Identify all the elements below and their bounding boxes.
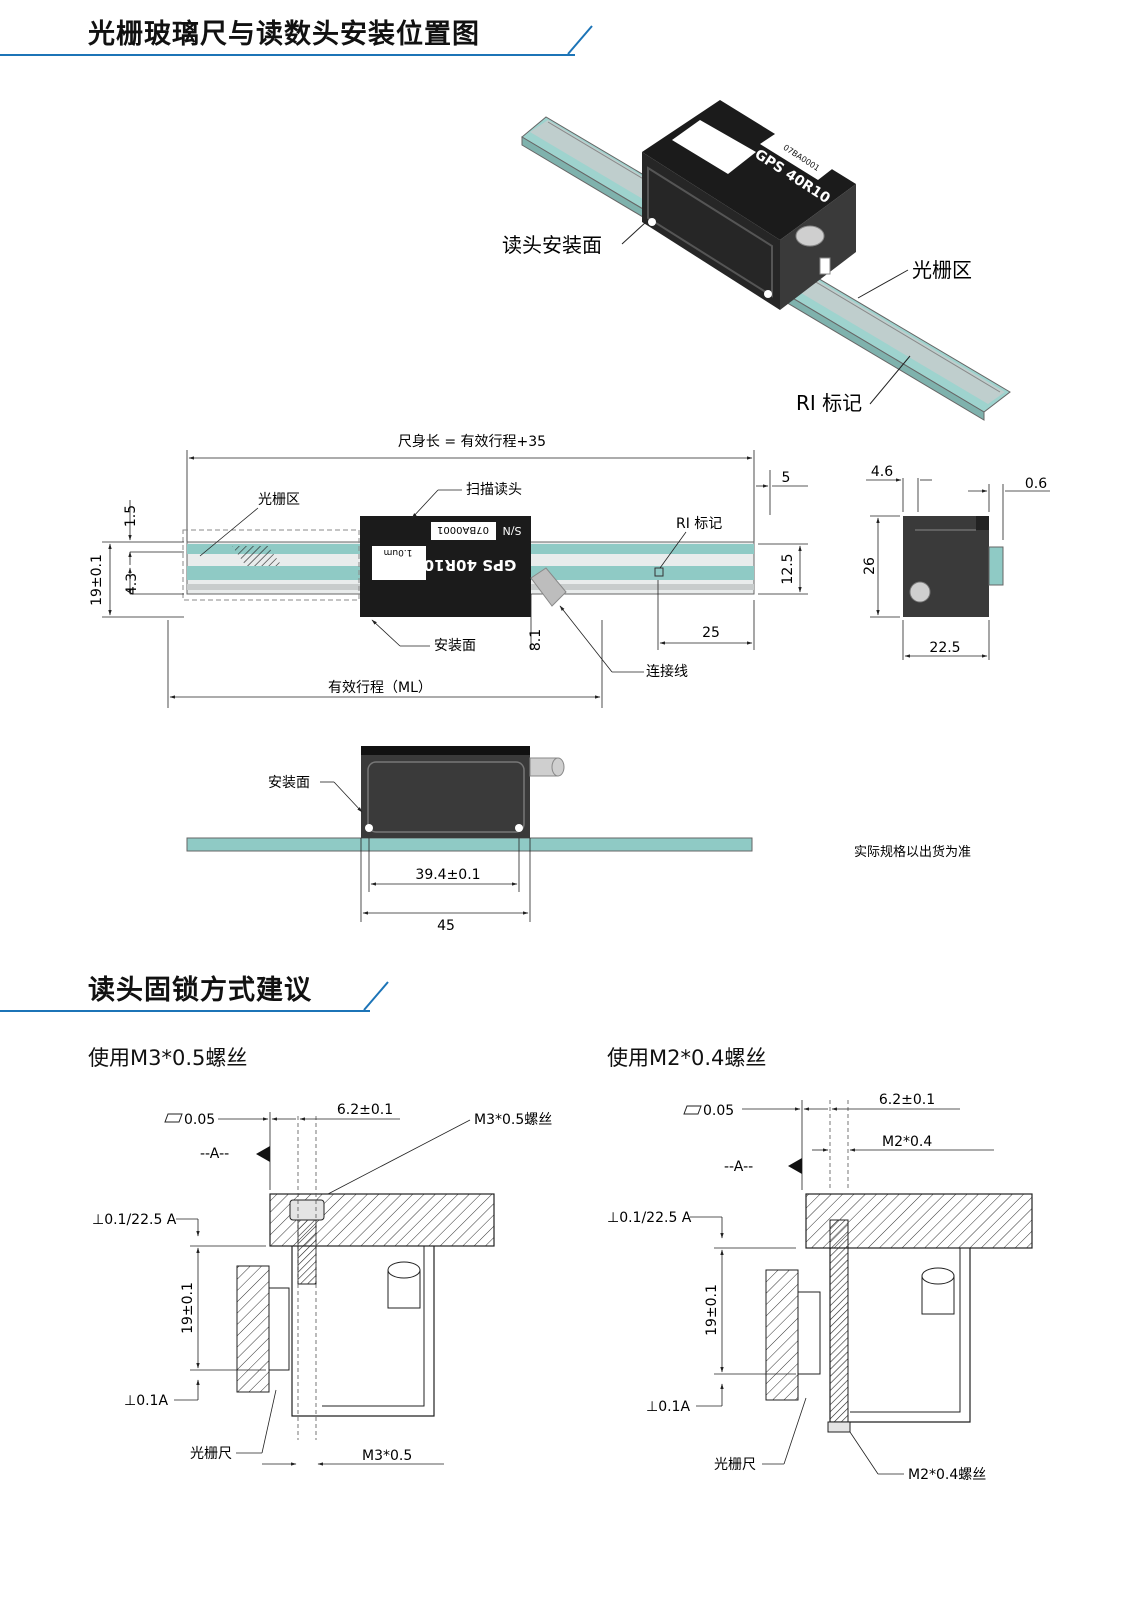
side-hole-left xyxy=(365,824,373,832)
iso-screw-hole-2 xyxy=(764,290,772,298)
left-screw-label: M3*0.5螺丝 xyxy=(474,1112,552,1128)
top-sn-plate xyxy=(431,522,496,540)
top-view: 尺身长 = 有效行程+35 5 07BA0001 S/N 1.0um GPS 4… xyxy=(89,434,808,708)
top-sn-label: S/N xyxy=(503,524,522,537)
right-screw-label: M2*0.4螺丝 xyxy=(908,1467,986,1483)
spec-note: 实际规格以出货为准 xyxy=(854,844,971,860)
top-ri-marker xyxy=(654,567,664,577)
dim-12-5: 12.5 xyxy=(780,553,796,584)
left-screw-shank xyxy=(297,1219,317,1285)
top-sn-value: 07BA0001 xyxy=(437,524,489,535)
dim-4-6: 4.6 xyxy=(871,464,893,480)
top-res-plate xyxy=(372,546,426,580)
top-grating-hatch xyxy=(232,546,282,566)
iso-label-grating-area: 光栅区 xyxy=(912,258,972,282)
dim-8-1: 8.1 xyxy=(528,629,544,651)
top-label-mount-face: 安装面 xyxy=(434,638,476,654)
isometric-view: GPS 40R10 07BA0001 读头安装面 光栅区 RI 标记 xyxy=(502,100,1011,421)
title-slash-1 xyxy=(567,25,593,55)
side-view: 安装面 39.4±0.1 45 实际规格以出货为准 xyxy=(186,746,971,934)
left-scale-block xyxy=(236,1265,270,1393)
lock-left-diagram: 0.05 6.2±0.1 M3*0.5螺丝 --A-- ⊥0.1/22.5 A … xyxy=(92,1102,552,1466)
left-screw-dim: M3*0.5 xyxy=(362,1448,412,1464)
right-screw-shank xyxy=(829,1219,849,1423)
end-head-body xyxy=(903,516,989,617)
top-label-ri-mark: RI 标记 xyxy=(676,516,722,532)
right-flatness: 0.05 xyxy=(703,1103,734,1119)
end-view: 4.6 0.6 26 22.5 xyxy=(862,464,1050,660)
top-label-grating-area: 光栅区 xyxy=(258,492,300,508)
dim-1-5: 1.5 xyxy=(123,505,139,527)
top-label-scan-head: 扫描读头 xyxy=(466,481,522,498)
top-res-text: 1.0um xyxy=(384,547,413,557)
dim-total-length: 尺身长 = 有效行程+35 xyxy=(398,434,546,450)
left-head-outline xyxy=(291,1246,435,1417)
left-dim-6-2: 6.2±0.1 xyxy=(337,1102,393,1118)
left-perp1: ⊥0.1/22.5 A xyxy=(92,1212,177,1228)
right-perp1: ⊥0.1/22.5 A xyxy=(607,1210,692,1226)
dim-39-4: 39.4±0.1 xyxy=(415,867,480,883)
top-grating-area-box xyxy=(182,529,360,601)
dim-0-6: 0.6 xyxy=(1025,476,1047,492)
right-screw-dim: M2*0.4 xyxy=(882,1134,932,1150)
iso-head-side xyxy=(780,184,856,310)
section-title-install: 光栅玻璃尺与读数头安装位置图 xyxy=(88,19,480,50)
side-label-mount-face: 安装面 xyxy=(268,775,310,791)
right-dim-6-2: 6.2±0.1 xyxy=(879,1092,935,1108)
section-title-locking: 读头固锁方式建议 xyxy=(88,975,312,1006)
right-datum: --A-- xyxy=(724,1159,753,1175)
side-hole-right xyxy=(515,824,523,832)
subtitle-m2: 使用M2*0.4螺丝 xyxy=(607,1046,767,1070)
left-perp2: ⊥0.1A xyxy=(124,1393,168,1409)
top-model-text: GPS 40R10 xyxy=(424,556,517,574)
top-cable xyxy=(530,567,567,607)
section-underline-install xyxy=(0,54,575,56)
iso-cable xyxy=(795,225,825,247)
left-dim-19: 19±0.1 xyxy=(180,1282,196,1334)
dim-26: 26 xyxy=(862,557,878,575)
section-underline-locking xyxy=(0,1010,370,1012)
side-head-body xyxy=(361,746,530,838)
left-datum: --A-- xyxy=(200,1146,229,1162)
dim-45: 45 xyxy=(437,918,455,934)
dim-22-5: 22.5 xyxy=(929,640,960,656)
dim-4-3: 4.3 xyxy=(124,573,140,595)
title-slash-2 xyxy=(363,981,389,1011)
right-perp2: ⊥0.1A xyxy=(646,1399,690,1415)
iso-head-front xyxy=(642,152,780,310)
iso-label-mount-face: 读头安装面 xyxy=(502,233,602,257)
dim-travel: 有效行程（ML） xyxy=(328,680,432,696)
end-scale xyxy=(988,546,1004,586)
lock-right-diagram: 0.05 6.2±0.1 M2*0.4 --A-- ⊥0.1/22.5 A 19… xyxy=(607,1092,1033,1483)
left-flatness: 0.05 xyxy=(184,1112,215,1128)
end-cable xyxy=(909,581,931,603)
right-scale-label: 光栅尺 xyxy=(714,1457,756,1473)
right-screw-head xyxy=(827,1421,851,1433)
dim-25: 25 xyxy=(702,625,720,641)
subtitle-m3: 使用M3*0.5螺丝 xyxy=(88,1046,248,1070)
iso-label-plate xyxy=(672,120,756,174)
right-dim-19: 19±0.1 xyxy=(704,1284,720,1336)
right-scale-block xyxy=(765,1269,799,1401)
top-label-cable: 连接线 xyxy=(646,663,688,680)
left-scale-label: 光栅尺 xyxy=(190,1446,232,1462)
side-scale xyxy=(186,837,753,852)
dim-19-top: 19±0.1 xyxy=(89,554,105,606)
left-screw-head xyxy=(289,1199,325,1221)
dim-5: 5 xyxy=(782,470,791,486)
iso-label-ri-mark: RI 标记 xyxy=(796,391,862,415)
iso-screw-hole-1 xyxy=(648,218,656,226)
